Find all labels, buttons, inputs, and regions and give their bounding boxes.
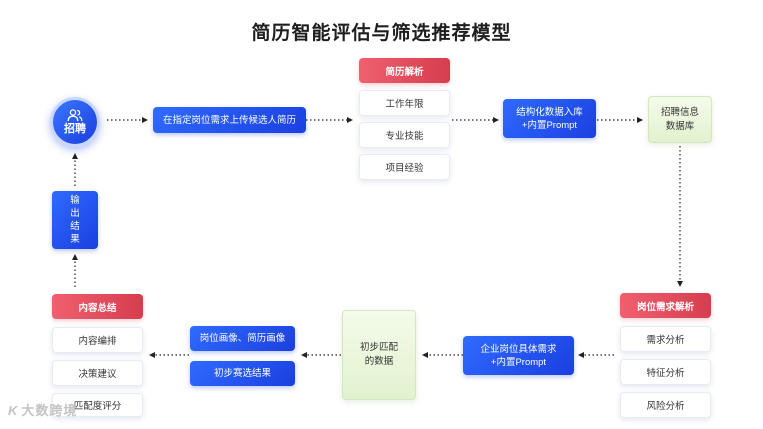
- job-parse-item-label: 风险分析: [646, 401, 685, 412]
- resume-parse-header: 简历解析: [359, 58, 450, 83]
- resume-parse-item-label: 工作年限: [385, 99, 424, 110]
- output-char: 出: [70, 208, 80, 219]
- output-char: 果: [70, 234, 80, 245]
- output-char: 输: [70, 195, 80, 206]
- initial-match-node[interactable]: 初步匹配 的数据: [342, 310, 416, 400]
- resume-parse-header-label: 简历解析: [385, 66, 424, 78]
- recruit-label: 招聘: [64, 122, 86, 135]
- initial-screening-label: 初步赛选结果: [213, 368, 271, 379]
- structured-data-node[interactable]: 结构化数据入库 +内置Prompt: [503, 99, 596, 138]
- summary-item-arrange[interactable]: 内容编排: [52, 327, 143, 353]
- summary-item-score[interactable]: 匹配度评分: [52, 393, 143, 417]
- job-parse-item-feature[interactable]: 特征分析: [620, 359, 711, 385]
- summary-item-decision[interactable]: 决策建议: [52, 360, 143, 386]
- job-parse-item-risk[interactable]: 风险分析: [620, 392, 711, 418]
- structured-data-line1: 结构化数据入库: [516, 106, 583, 118]
- job-parse-item-label: 需求分析: [646, 335, 685, 346]
- job-parse-item-label: 特征分析: [646, 368, 685, 379]
- resume-parse-item-projects[interactable]: 项目经验: [359, 154, 450, 180]
- summary-item-label: 匹配度评分: [73, 401, 122, 412]
- output-result-node[interactable]: 输 出 结 果: [52, 191, 98, 249]
- initial-match-line2: 的数据: [364, 356, 394, 367]
- resume-parse-item-label: 专业技能: [385, 131, 424, 142]
- resume-parse-item-skills[interactable]: 专业技能: [359, 122, 450, 148]
- recruit-database-node[interactable]: 招聘信息 数据库: [648, 96, 712, 143]
- enterprise-requirement-node[interactable]: 企业岗位具体需求 +内置Prompt: [463, 336, 574, 375]
- people-icon: [67, 108, 83, 121]
- summary-header-label: 内容总结: [78, 302, 117, 314]
- page-title: 简历智能评估与筛选推荐模型: [251, 23, 512, 44]
- enterprise-line1: 企业岗位具体需求: [480, 343, 557, 355]
- watermark-logo: K: [8, 403, 19, 418]
- summary-item-label: 决策建议: [78, 369, 117, 380]
- watermark-text: 大数跨境: [21, 403, 78, 418]
- portrait-label: 岗位画像、简历画像: [199, 333, 286, 344]
- initial-match-line1: 初步匹配: [359, 342, 398, 353]
- upload-resume-node[interactable]: 在指定岗位需求上传候选人简历: [153, 107, 306, 133]
- job-parse-header-label: 岗位需求解析: [636, 301, 694, 313]
- portrait-node[interactable]: 岗位画像、简历画像: [190, 326, 295, 351]
- database-line2: 数据库: [665, 120, 695, 132]
- output-char: 结: [70, 221, 80, 232]
- upload-resume-label: 在指定岗位需求上传候选人简历: [162, 114, 296, 126]
- initial-screening-node[interactable]: 初步赛选结果: [190, 361, 295, 386]
- job-parse-item-demand[interactable]: 需求分析: [620, 326, 711, 352]
- summary-item-label: 内容编排: [78, 336, 117, 347]
- recruit-start-node[interactable]: 招聘: [50, 97, 100, 147]
- job-parse-header: 岗位需求解析: [620, 293, 711, 318]
- structured-data-line2: +内置Prompt: [521, 119, 578, 131]
- database-line1: 招聘信息: [660, 106, 699, 118]
- resume-parse-item-work-years[interactable]: 工作年限: [359, 90, 450, 116]
- resume-parse-item-label: 项目经验: [385, 163, 424, 174]
- enterprise-line2: +内置Prompt: [490, 356, 547, 368]
- summary-header: 内容总结: [52, 294, 143, 319]
